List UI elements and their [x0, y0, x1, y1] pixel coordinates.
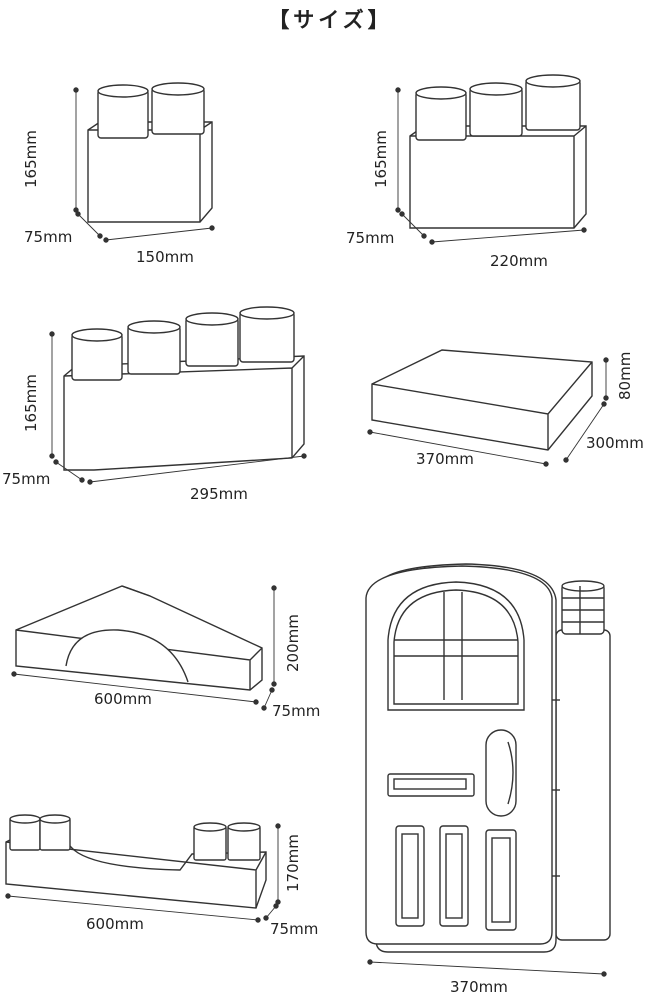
block-2-height-label: 165mm [22, 130, 40, 188]
flat-slab-drawing [367, 349, 609, 467]
block-2-depth-label: 75mm [24, 228, 73, 246]
arch-height-label: 200mm [284, 614, 302, 672]
block-2-stud-drawing [73, 82, 215, 243]
slab-height-label: 80mm [616, 351, 634, 400]
u-beam-height-label: 170mm [284, 834, 302, 892]
arch-bridge-drawing [11, 585, 277, 711]
u-beam-width-label: 600mm [86, 915, 144, 933]
block-4-depth-label: 75mm [2, 470, 51, 488]
slab-depth-label: 300mm [586, 434, 644, 452]
block-3-stud-drawing [395, 74, 587, 245]
door-width-label: 370mm [450, 978, 508, 996]
block-4-width-label: 295mm [190, 485, 248, 503]
block-4-stud-drawing [49, 306, 307, 485]
u-beam-depth-label: 75mm [270, 920, 319, 938]
block-4-height-label: 165mm [22, 374, 40, 432]
block-3-height-label: 165mm [372, 130, 390, 188]
block-3-depth-label: 75mm [346, 229, 395, 247]
u-beam-drawing [5, 814, 281, 923]
page-title: 【サイズ】 [268, 8, 393, 32]
arch-width-label: 600mm [94, 690, 152, 708]
door-panel-drawing [365, 563, 611, 977]
block-2-width-label: 150mm [136, 248, 194, 266]
block-3-width-label: 220mm [490, 252, 548, 270]
slab-width-label: 370mm [416, 450, 474, 468]
arch-depth-label: 75mm [272, 702, 321, 720]
